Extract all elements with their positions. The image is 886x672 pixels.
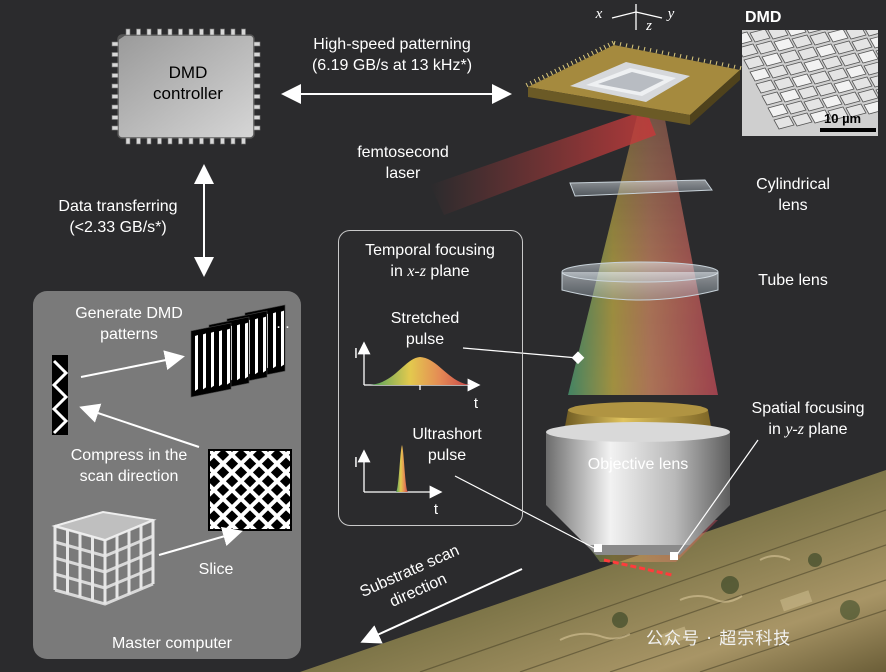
dmd-inset-title: DMD xyxy=(745,9,782,26)
substrate-scan-arrow xyxy=(360,568,523,644)
objective-lens-label: Objective lens xyxy=(587,456,689,473)
cylindrical-lens-label: Cylindrical lens xyxy=(756,176,830,214)
temporal-focusing-post: plane xyxy=(425,263,470,280)
temporal-focusing-line1: Temporal focusing xyxy=(365,242,495,259)
stretched-x-axis-label: t xyxy=(473,395,479,412)
spatial-focusing-plane: y-z xyxy=(785,421,804,438)
spatial-focusing-label: Spatial focusing in y-z plane xyxy=(738,398,878,440)
spatial-focusing-line1: Spatial focusing xyxy=(751,400,865,417)
watermark: 公众号 · 超宗科技 xyxy=(646,629,792,649)
ellipsis-label: ... xyxy=(276,315,290,332)
compress-label: Compress in the scan direction xyxy=(70,447,188,485)
spatial-focusing-pre: in xyxy=(768,421,786,438)
tube-lens-shape xyxy=(561,261,719,301)
ultrashort-pulse-plot xyxy=(357,445,443,499)
temporal-focusing-box xyxy=(338,230,523,526)
cylindrical-lens-shape xyxy=(569,179,713,197)
focal-line xyxy=(603,558,673,577)
temporal-focusing-label: Temporal focusing in x-z plane xyxy=(340,240,520,282)
stretched-pulse-plot xyxy=(357,341,481,392)
stretched-y-axis-label: I xyxy=(353,345,359,362)
axis-y-label: y xyxy=(664,3,678,25)
generate-patterns-label: Generate DMD patterns xyxy=(75,305,183,343)
master-computer-panel: Generate DMD patterns ... Compress in th… xyxy=(33,291,301,659)
temporal-focusing-pre: in xyxy=(390,263,408,280)
objective-lens-shape xyxy=(546,402,730,555)
data-transfer-label: Data transferring (<2.33 GB/s*) xyxy=(58,198,178,236)
master-computer-artwork xyxy=(51,304,292,606)
dmd-controller-chip xyxy=(111,28,261,145)
tube-lens-label: Tube lens xyxy=(758,272,828,289)
axis-y-letter: y xyxy=(667,6,675,22)
axis-x-label: x xyxy=(592,3,606,25)
stretched-pulse-label: Stretched pulse xyxy=(390,310,460,348)
dmd-pattern-stack xyxy=(190,304,286,398)
ultrashort-x-axis-label: t xyxy=(433,501,439,518)
stretched-callout-line xyxy=(462,347,579,359)
master-computer-title: Master computer xyxy=(111,635,233,652)
substrate xyxy=(300,470,886,672)
laser-label: femtosecond laser xyxy=(357,144,449,182)
dmd-controller-label: DMD controller xyxy=(153,63,223,103)
ultrashort-pulse-label: Ultrashort pulse xyxy=(412,426,482,464)
scale-bar-label: 10 µm xyxy=(824,111,862,126)
ultrashort-y-axis-label: I xyxy=(353,454,359,471)
spatial-callout-line xyxy=(675,439,759,557)
laser-beam xyxy=(430,110,656,215)
axis-z-label: z xyxy=(642,15,656,37)
axis-z-letter: z xyxy=(646,18,652,34)
dmd-chip xyxy=(525,40,742,125)
ultrashort-callout-line xyxy=(454,475,599,551)
axis-x-letter: x xyxy=(595,6,603,22)
temporal-focusing-plane: x-z xyxy=(407,263,426,280)
slice-label: Slice xyxy=(198,561,234,578)
dmd-micrograph-inset xyxy=(742,30,878,136)
spatial-focusing-post: plane xyxy=(803,421,848,438)
lattice-cube xyxy=(51,510,157,606)
high-speed-label: High-speed patterning (6.19 GB/s at 13 k… xyxy=(311,36,473,74)
coordinate-axes xyxy=(611,4,663,30)
